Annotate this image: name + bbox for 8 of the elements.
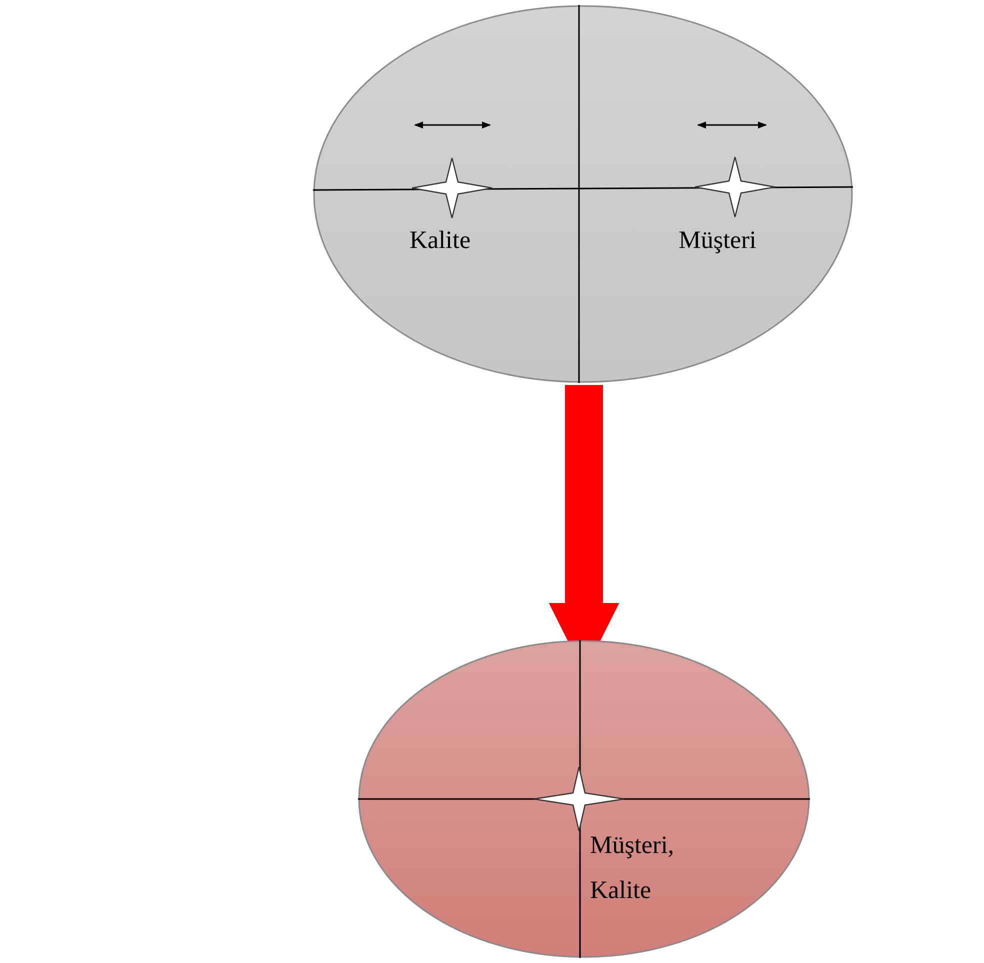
star-marker bbox=[695, 157, 775, 217]
quadrant-ellipse bbox=[313, 5, 853, 383]
quadrant-ellipse bbox=[358, 640, 810, 958]
star-marker bbox=[534, 767, 624, 831]
star-label: Müşteri, Kalite bbox=[590, 831, 676, 906]
star-label: Kalite bbox=[408, 226, 472, 256]
star-marker bbox=[412, 158, 492, 218]
star-label: Müşteri bbox=[678, 226, 758, 256]
